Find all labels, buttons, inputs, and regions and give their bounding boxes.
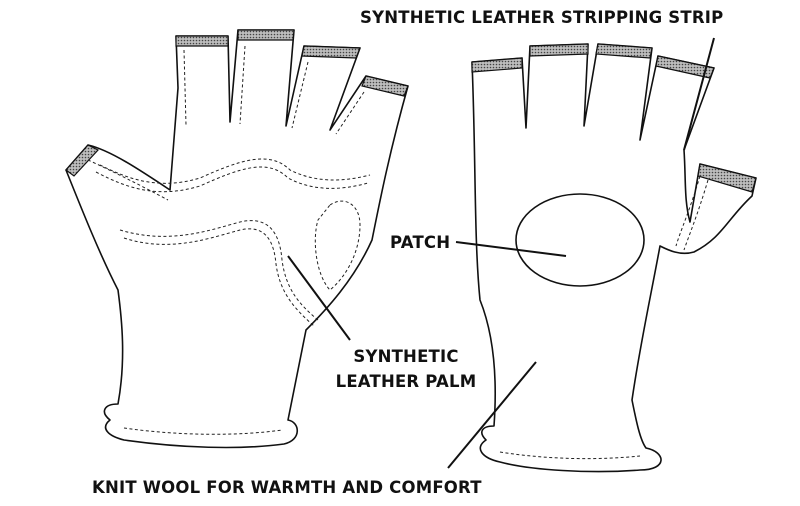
palm-seam xyxy=(119,220,319,321)
knit-tip xyxy=(361,75,409,97)
finger-seam xyxy=(183,49,187,126)
left-glove-outline xyxy=(65,29,409,449)
knit-tip xyxy=(471,57,523,73)
patch xyxy=(515,193,645,287)
thumb-seam xyxy=(87,159,169,201)
palm-seam xyxy=(314,200,361,291)
label-knit-wool: KNIT WOOL FOR WARMTH AND COMFORT xyxy=(92,478,482,497)
label-palm-line1: SYNTHETIC xyxy=(353,347,459,366)
palm-seam xyxy=(95,166,369,193)
knit-tip xyxy=(175,35,229,47)
knit-tip xyxy=(529,43,589,57)
stripping-strip-seam xyxy=(683,179,709,251)
knit-tip xyxy=(595,43,653,59)
knit-tip xyxy=(237,29,295,41)
knit-tip xyxy=(697,163,757,193)
label-patch: PATCH xyxy=(390,233,451,252)
label-palm-line2: LEATHER PALM xyxy=(335,372,477,391)
knit-tip xyxy=(301,45,361,59)
finger-seam xyxy=(291,61,309,129)
palm-seam xyxy=(99,158,371,184)
finger-seam xyxy=(239,45,246,125)
leader-patch xyxy=(455,241,567,257)
left-glove-palm-view xyxy=(65,29,409,449)
knit-tip xyxy=(65,144,99,177)
leader-leather-palm xyxy=(287,255,351,341)
right-glove-back-view xyxy=(471,43,757,473)
palm-seam xyxy=(123,228,315,327)
knit-tip xyxy=(655,55,715,79)
leader-stripping-strip xyxy=(683,37,715,151)
label-stripping-strip: SYNTHETIC LEATHER STRIPPING STRIP xyxy=(360,8,724,27)
finger-seam xyxy=(335,91,365,135)
leader-knit-wool xyxy=(447,361,537,469)
cuff-inner xyxy=(123,427,283,435)
cuff-inner xyxy=(499,451,641,460)
stripping-strip-seam xyxy=(675,175,701,247)
right-glove-outline xyxy=(471,43,757,473)
